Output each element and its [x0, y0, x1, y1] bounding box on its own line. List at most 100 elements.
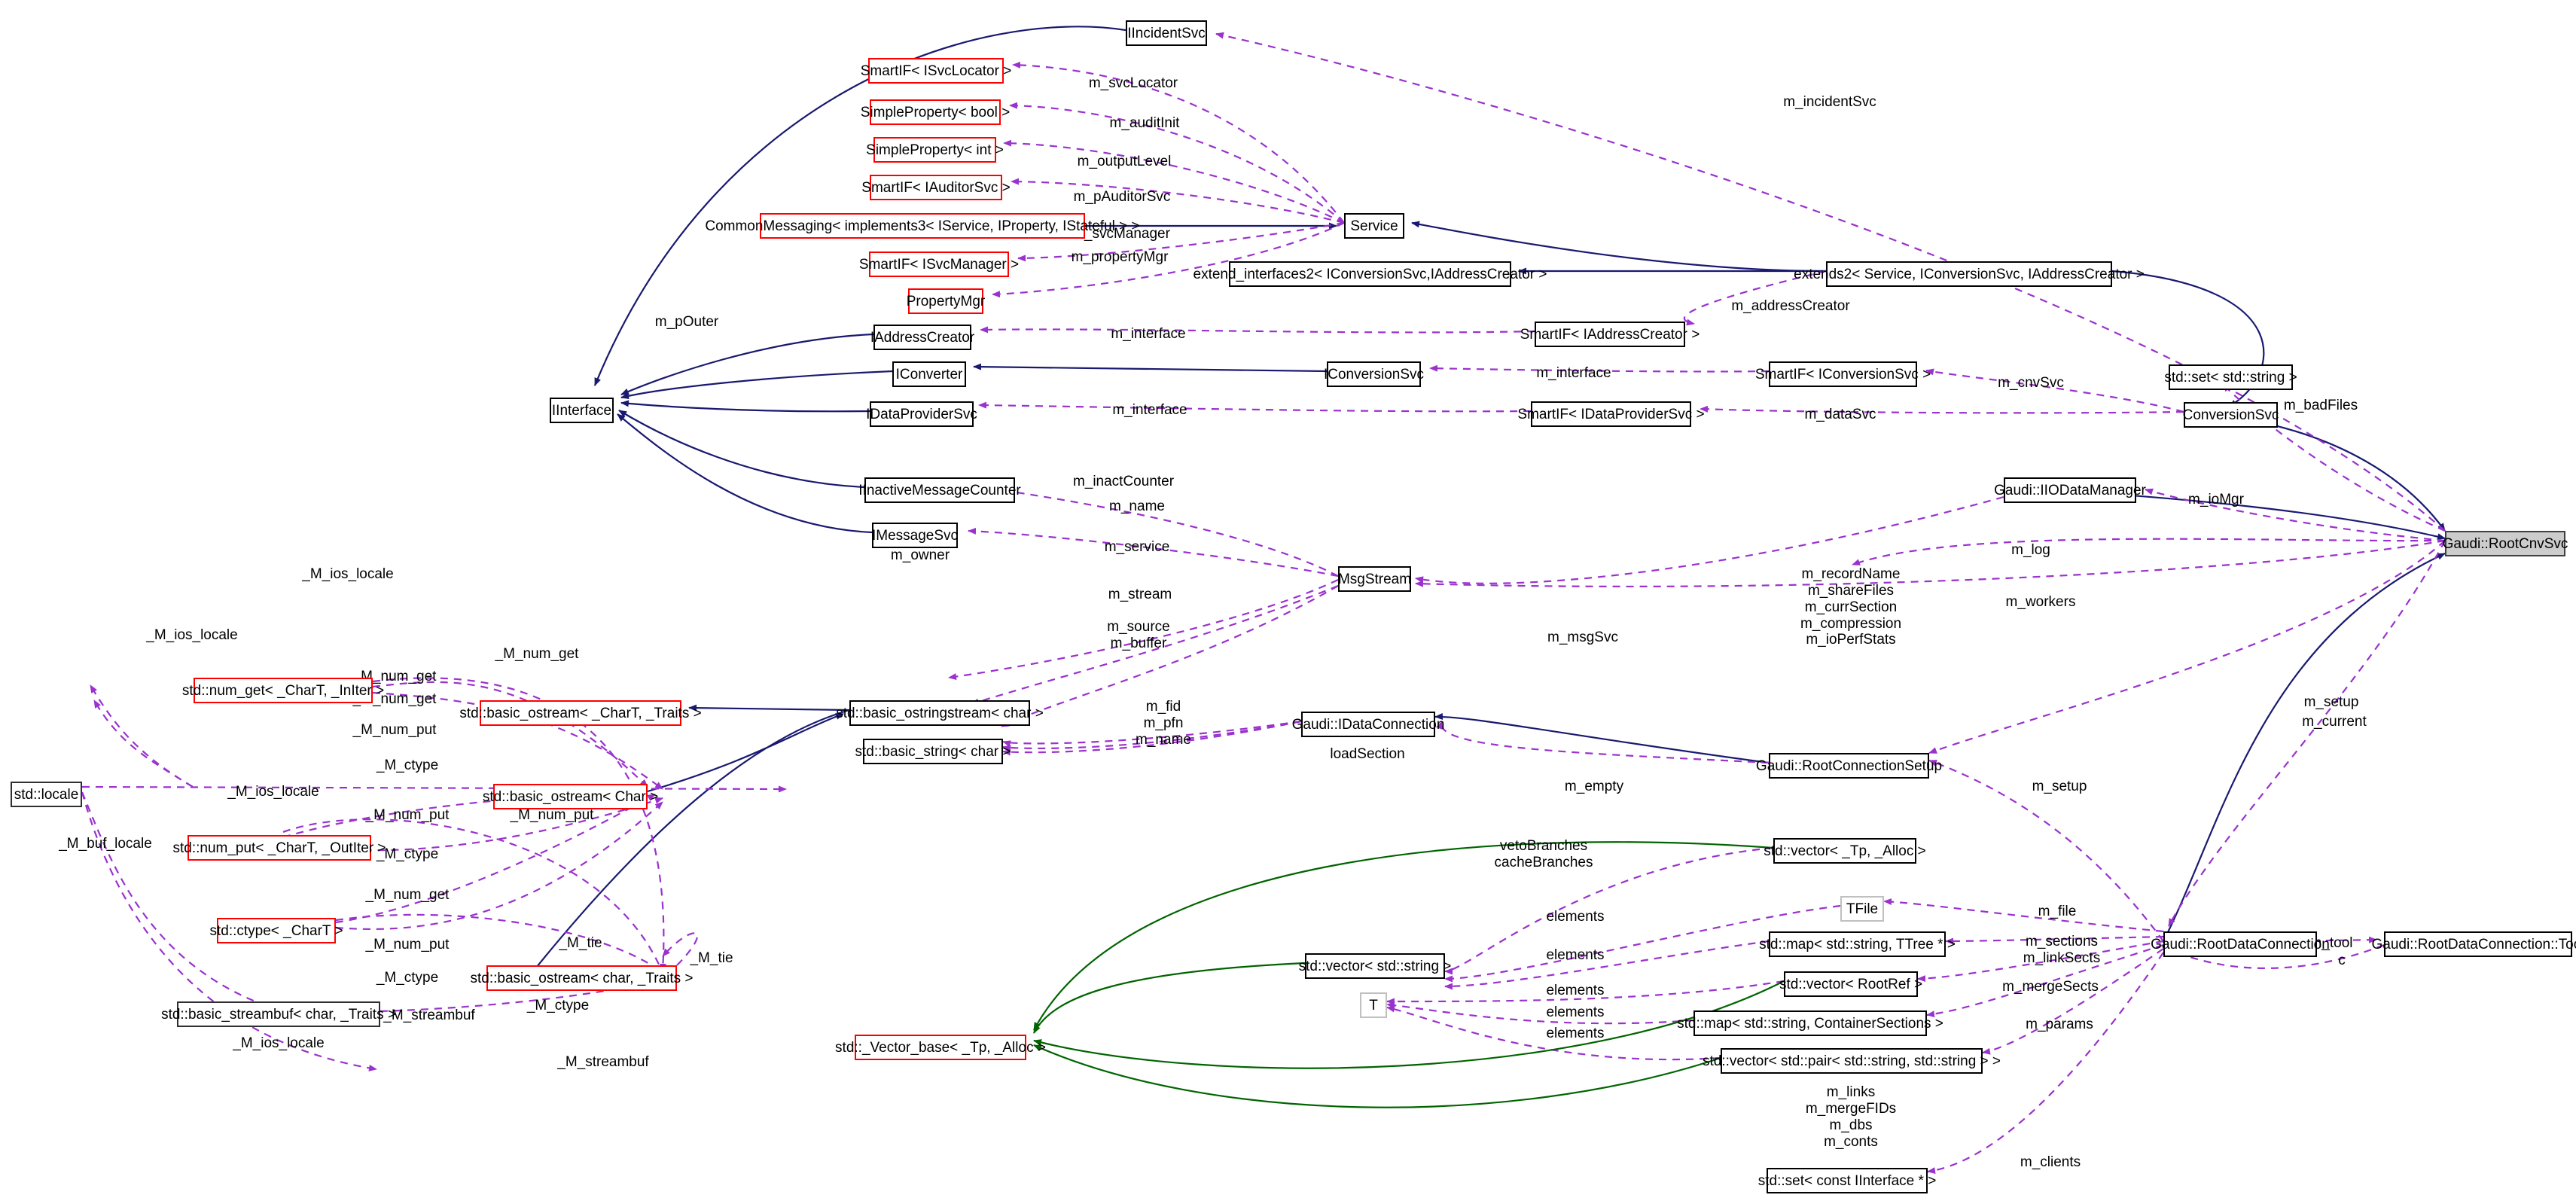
node-label: Gaudi::RootConnectionSetup — [1755, 757, 1943, 774]
edge-label-elements-4: elements — [1546, 1004, 1605, 1020]
node-commonmessaging[interactable]: CommonMessaging< implements3< IService, … — [705, 213, 1140, 239]
edge-label-m-fid-group: m_fid m_pfn m_name — [1136, 699, 1191, 748]
node-label: SimpleProperty< bool > — [860, 104, 1011, 120]
node-conversionsvc[interactable]: ConversionSvc — [2183, 402, 2279, 428]
edge-label-m-file: m_file — [2038, 904, 2077, 919]
edge-label-m-recordname-group: m_recordName m_shareFiles m_currSection … — [1800, 566, 1902, 648]
node-label: IInactiveMessageCounter — [858, 482, 1021, 498]
node-std-basic-string-char[interactable]: std::basic_string< char > — [855, 739, 1011, 764]
edge-label-m-inactcounter: m_inactCounter — [1072, 474, 1175, 489]
node-label: IConversionSvc — [1323, 366, 1425, 383]
node-std-vector-string[interactable]: std::vector< std::string > — [1299, 953, 1451, 979]
edge-label-m-addresscreator: m_addressCreator — [1731, 298, 1850, 314]
node-label: Gaudi::RootDataConnection::Tool — [2371, 936, 2576, 953]
edge-label-m-current: m_current — [2302, 714, 2367, 730]
node-std-set-string[interactable]: std::set< std::string > — [2164, 364, 2297, 390]
edge-label-m-workers: m_workers — [2005, 594, 2076, 610]
node-std-vector-base[interactable]: std::_Vector_base< _Tp, _Alloc > — [835, 1035, 1046, 1060]
node-label: TFile — [1846, 901, 1879, 917]
node-label: std::basic_ostream< _CharT, _Traits > — [459, 705, 702, 721]
edge-label-m-num-get-4: _M_num_get — [365, 887, 450, 903]
node-gaudi-rootdataconnection-tool[interactable]: Gaudi::RootDataConnection::Tool — [2371, 931, 2576, 957]
node-iconversionsvc[interactable]: IConversionSvc — [1323, 361, 1425, 387]
node-std-vector-pair-string-string[interactable]: std::vector< std::pair< std::string, std… — [1703, 1048, 2001, 1074]
node-iconverter[interactable]: IConverter — [892, 361, 966, 387]
node-label: std::basic_ostringstream< char > — [836, 705, 1044, 721]
node-std-basic-ostream-char-traits[interactable]: std::basic_ostream< char, _Traits > — [470, 965, 694, 991]
edge-label-m-ctype-4: _M_ctype — [526, 998, 590, 1013]
edge-label-c: c — [2338, 953, 2346, 968]
node-label: std::_Vector_base< _Tp, _Alloc > — [835, 1039, 1046, 1056]
node-std-vector-tp-alloc[interactable]: std::vector< _Tp, _Alloc > — [1764, 838, 1926, 864]
node-smartif-isvclocator[interactable]: SmartIF< ISvcLocator > — [861, 58, 1011, 84]
node-gaudi-rootconnectionsetup[interactable]: Gaudi::RootConnectionSetup — [1756, 753, 1942, 779]
node-smartif-isvcmanager[interactable]: SmartIF< ISvcManager > — [859, 251, 1019, 277]
edge-label-m-incidentsvc: m_incidentSvc — [1783, 94, 1876, 110]
node-smartif-iauditorsvc[interactable]: SmartIF< IAuditorSvc > — [861, 175, 1011, 200]
edge-label-m-msgsvc: m_msgSvc — [1547, 629, 1618, 645]
node-label: std::set< const IInterface * > — [1757, 1172, 1937, 1189]
edge-label-m-buf-locale: _M_buf_locale — [59, 836, 152, 852]
edge-label-elements-2: elements — [1546, 947, 1605, 963]
node-std-map-string-ttree[interactable]: std::map< std::string, TTree * > — [1759, 931, 1956, 957]
node-idataprovidersvc[interactable]: IDataProviderSvc — [866, 401, 977, 427]
node-label: extends2< Service, IConversionSvc, IAddr… — [1794, 266, 2145, 282]
node-gaudi-idataconnection[interactable]: Gaudi::IDataConnection — [1292, 712, 1444, 737]
node-std-vector-rootref[interactable]: std::vector< RootRef > — [1779, 971, 1922, 997]
node-gaudi-rootcnvsvc[interactable]: Gaudi::RootCnvSvc — [2442, 531, 2568, 556]
edge-label-m-iomgr: m_ioMgr — [2188, 492, 2244, 508]
node-std-basic-ostringstream-char[interactable]: std::basic_ostringstream< char > — [836, 700, 1044, 726]
node-label: SmartIF< IConversionSvc > — [1754, 366, 1931, 383]
node-smartif-iaddresscreator[interactable]: SmartIF< IAddressCreator > — [1520, 322, 1700, 347]
node-std-set-const-iinterface[interactable]: std::set< const IInterface * > — [1758, 1168, 1936, 1193]
node-extend-interfaces2[interactable]: extend_interfaces2< IConversionSvc,IAddr… — [1193, 261, 1547, 287]
node-std-locale[interactable]: std::locale — [11, 782, 82, 807]
edge-label-m-cnvsvc: m_cnvSvc — [1998, 375, 2064, 391]
node-tfile[interactable]: TFile — [1840, 896, 1884, 922]
node-label: Gaudi::RootCnvSvc — [2442, 535, 2568, 552]
node-label: T — [1369, 997, 1378, 1013]
node-label: IMessageSvc — [871, 527, 959, 544]
node-iaddresscreator[interactable]: IAddressCreator — [870, 325, 974, 350]
node-std-basic-ostream-char-cap[interactable]: std::basic_ostream< Char > — [483, 784, 658, 809]
node-simpleproperty-int[interactable]: SimpleProperty< int > — [866, 137, 1004, 163]
node-label: std::basic_string< char > — [855, 743, 1011, 760]
edge-label-m-service: m_service — [1104, 539, 1170, 555]
node-label: std::map< std::string, TTree * > — [1759, 936, 1956, 953]
edge-label-m-params: m_params — [2026, 1017, 2093, 1032]
edge-label-m-datasvc: m_dataSvc — [1804, 407, 1876, 422]
node-t[interactable]: T — [1360, 992, 1387, 1018]
node-label: std::set< std::string > — [2164, 369, 2297, 386]
node-smartif-idataprovidersvc[interactable]: SmartIF< IDataProviderSvc > — [1517, 401, 1705, 427]
node-std-map-string-containersections[interactable]: std::map< std::string, ContainerSections… — [1677, 1010, 1943, 1036]
node-msgstream[interactable]: MsgStream — [1338, 566, 1411, 592]
edge-label-m-owner: m_owner — [890, 547, 950, 563]
node-std-basic-streambuf[interactable]: std::basic_streambuf< char, _Traits > — [161, 1001, 396, 1027]
edge-label-m-interface-1: m_interface — [1111, 326, 1186, 342]
node-std-basic-ostream-chart-traits[interactable]: std::basic_ostream< _CharT, _Traits > — [459, 700, 702, 726]
edge-label-m-badfiles: m_badFiles — [2283, 398, 2358, 413]
node-service[interactable]: Service — [1344, 213, 1404, 239]
node-gaudi-rootdataconnection[interactable]: Gaudi::RootDataConnection — [2151, 931, 2330, 957]
node-label: SmartIF< IAddressCreator > — [1520, 326, 1700, 343]
node-std-num-put[interactable]: std::num_put< _CharT, _OutIter > — [172, 835, 386, 861]
node-std-ctype[interactable]: std::ctype< _CharT > — [209, 918, 343, 943]
node-label: IDataProviderSvc — [866, 406, 977, 422]
node-label: std::map< std::string, ContainerSections… — [1677, 1015, 1943, 1032]
edge-label-vetobranches-group: vetoBranches cacheBranches — [1494, 838, 1593, 870]
edge-label-m-mergesects: m_mergeSects — [2002, 979, 2099, 995]
node-label: PropertyMgr — [906, 293, 986, 309]
edge-label-loadsection: loadSection — [1330, 746, 1405, 762]
node-iinactivemessagecounter[interactable]: IInactiveMessageCounter — [858, 477, 1021, 503]
node-simpleproperty-bool[interactable]: SimpleProperty< bool > — [861, 99, 1010, 125]
node-label: IInterface — [551, 402, 612, 419]
node-gaudi-iiodatamanager[interactable]: Gaudi::IIODataManager — [1994, 477, 2146, 503]
node-std-num-get[interactable]: std::num_get< _CharT, _InIter > — [182, 678, 384, 703]
edge-label-m-num-put-4: _M_num_put — [365, 937, 450, 953]
node-iinterface[interactable]: IInterface — [550, 398, 614, 423]
node-extends2[interactable]: extends2< Service, IConversionSvc, IAddr… — [1794, 261, 2145, 287]
node-imessagesvc[interactable]: IMessageSvc — [872, 523, 958, 548]
node-propertymgr[interactable]: PropertyMgr — [906, 288, 986, 314]
node-iincidentsvc[interactable]: IIncidentSvc — [1126, 20, 1207, 46]
node-smartif-iconversionsvc[interactable]: SmartIF< IConversionSvc > — [1755, 361, 1931, 387]
